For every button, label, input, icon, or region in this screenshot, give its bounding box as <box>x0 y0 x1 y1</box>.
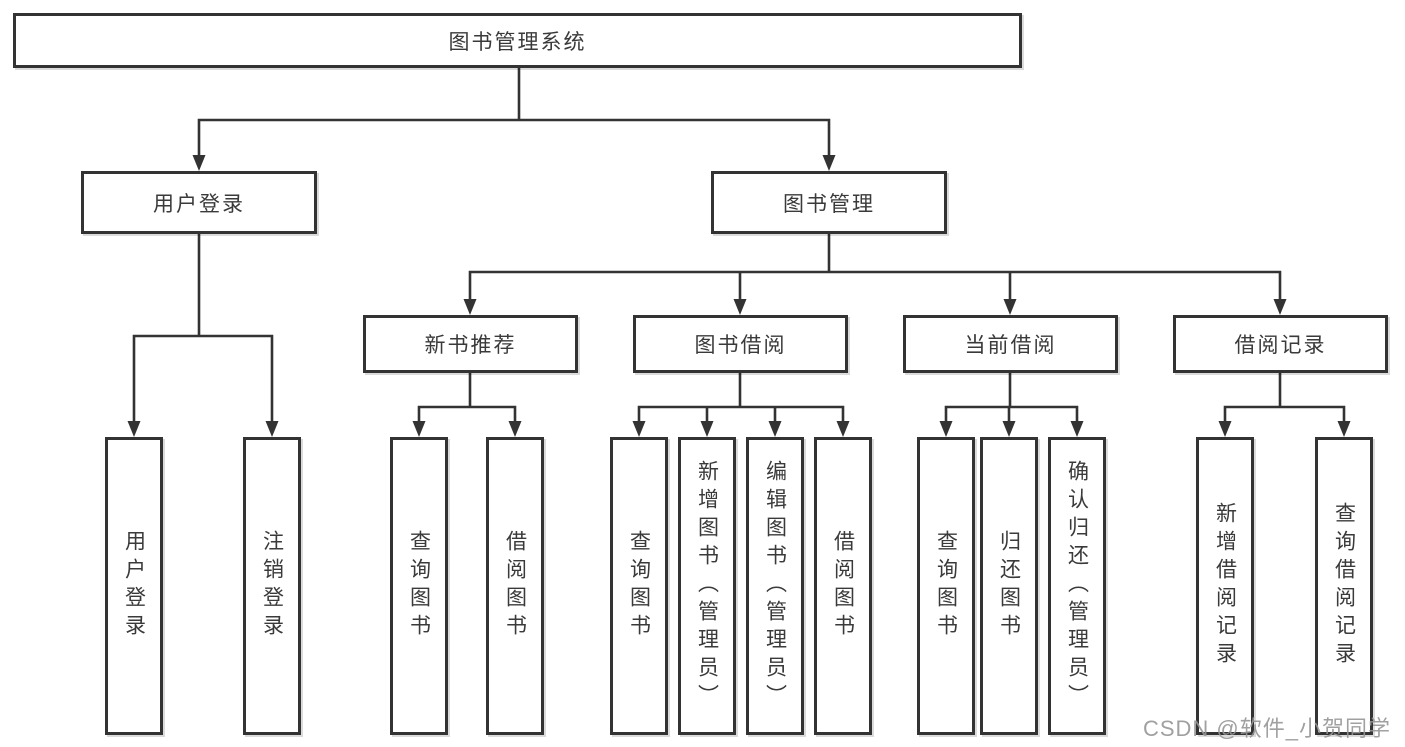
leaf-add-borrow-record: 新增借阅记录 <box>1196 437 1254 735</box>
leaf-query-books-recommend: 查询图书 <box>390 437 448 735</box>
leaf-label: 查询图书 <box>627 530 651 642</box>
node-label: 图书管理 <box>783 192 875 216</box>
node-current-borrow: 当前借阅 <box>903 315 1118 373</box>
node-new-book-recommend: 新书推荐 <box>363 315 578 373</box>
leaf-edit-books-admin: 编辑图书（管理员） <box>746 437 804 735</box>
node-library-system: 图书管理系统 <box>13 13 1022 68</box>
node-book-management: 图书管理 <box>711 171 947 234</box>
node-label: 图书管理系统 <box>448 30 587 54</box>
leaf-confirm-return-admin: 确认归还（管理员） <box>1048 437 1106 735</box>
node-book-borrow: 图书借阅 <box>633 315 848 373</box>
leaf-borrow-books-borrow: 借阅图书 <box>814 437 872 735</box>
leaf-label: 借阅图书 <box>831 530 855 642</box>
node-borrow-records: 借阅记录 <box>1173 315 1388 373</box>
leaf-add-books-admin: 新增图书（管理员） <box>678 437 736 735</box>
leaf-borrow-books-recommend: 借阅图书 <box>486 437 544 735</box>
leaf-label: 新增图书（管理员） <box>695 460 719 712</box>
arrowheads <box>127 155 1351 437</box>
leaf-label: 注销登录 <box>260 530 284 642</box>
leaf-query-books-borrow: 查询图书 <box>610 437 668 735</box>
node-label: 用户登录 <box>153 192 245 216</box>
leaf-label: 查询图书 <box>934 530 958 642</box>
node-label: 借阅记录 <box>1234 334 1327 357</box>
node-label: 图书借阅 <box>694 334 787 357</box>
leaf-logout-login: 注销登录 <box>243 437 301 735</box>
node-label: 当前借阅 <box>964 334 1057 357</box>
node-label: 新书推荐 <box>424 334 517 357</box>
leaf-label: 用户登录 <box>122 530 146 642</box>
leaf-user-login: 用户登录 <box>105 437 163 735</box>
leaf-label: 查询图书 <box>407 530 431 642</box>
leaf-label: 新增借阅记录 <box>1213 502 1237 670</box>
leaf-query-borrow-record: 查询借阅记录 <box>1315 437 1373 735</box>
leaf-query-books-current: 查询图书 <box>917 437 975 735</box>
node-user-login: 用户登录 <box>81 171 317 234</box>
leaf-label: 借阅图书 <box>503 530 527 642</box>
leaf-label: 归还图书 <box>997 530 1021 642</box>
leaf-label: 查询借阅记录 <box>1332 502 1356 670</box>
watermark: CSDN @软件_小贺同学 <box>1142 716 1391 741</box>
leaf-label: 编辑图书（管理员） <box>763 460 787 712</box>
leaf-label: 确认归还（管理员） <box>1065 460 1089 712</box>
leaf-return-books: 归还图书 <box>980 437 1038 735</box>
